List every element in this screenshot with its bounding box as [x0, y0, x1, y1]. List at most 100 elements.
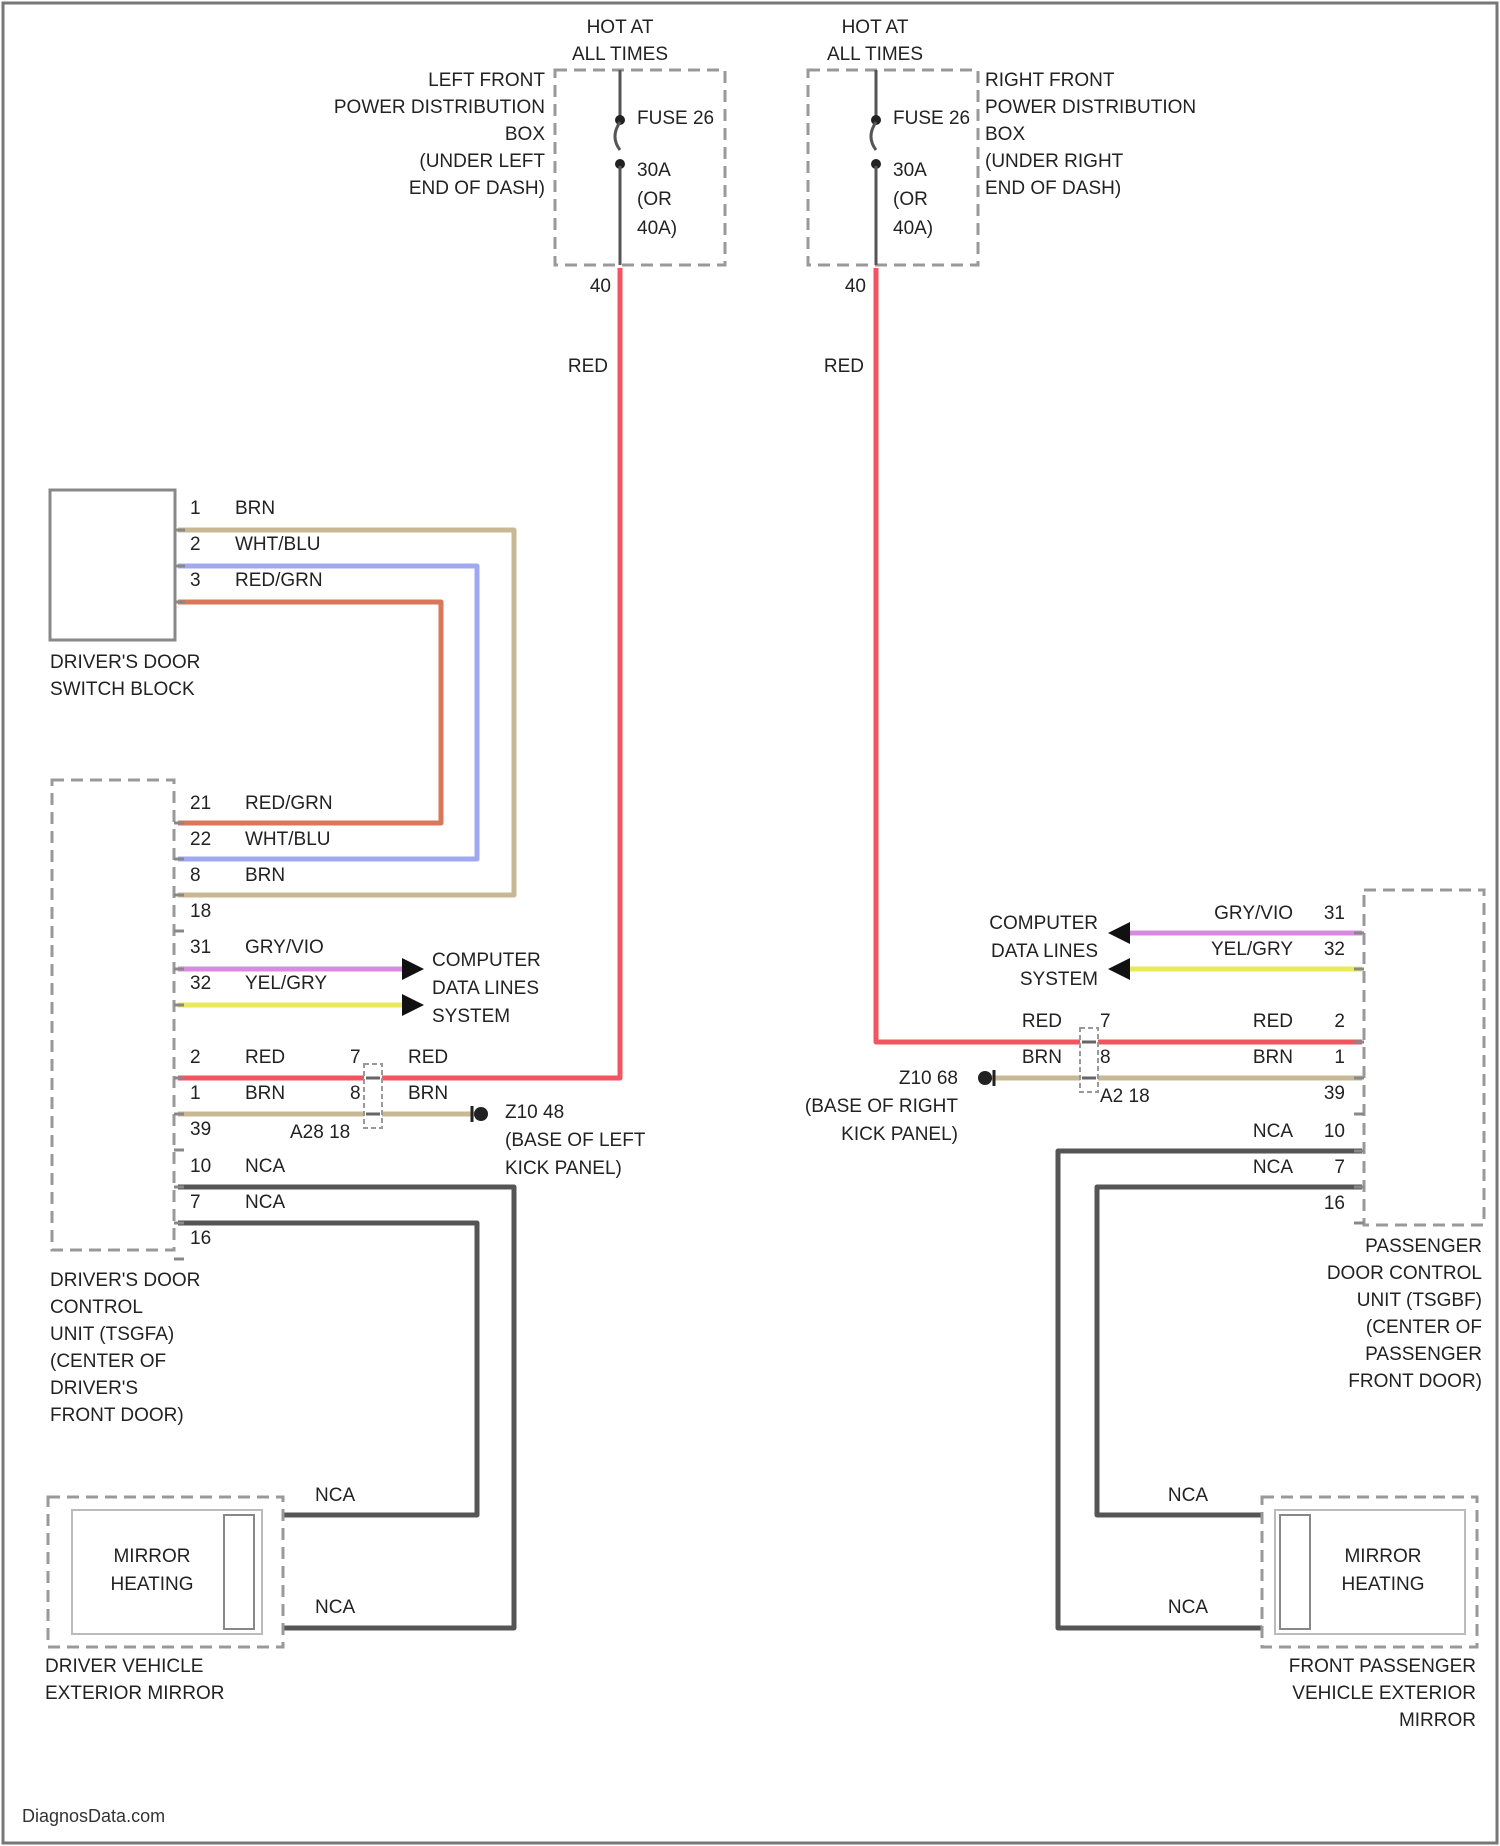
driver-connector-id: A28 18	[290, 1122, 350, 1143]
pass-dcu-pin-1-color: BRN	[1253, 1047, 1293, 1068]
right-fuse-pin: 40	[845, 276, 866, 297]
left-fuse-rating-1: 30A	[637, 160, 671, 181]
driver-data-lines-2: DATA LINES	[432, 978, 539, 999]
driver-dcu-pin-10: 10	[190, 1156, 211, 1177]
right-box-label-4: (UNDER RIGHT	[985, 151, 1124, 172]
switch-block-name-2: SWITCH BLOCK	[50, 679, 195, 700]
right-fuse-icon	[871, 122, 876, 150]
driver-door-control-unit: DRIVER'S DOOR CONTROL UNIT (TSGFA) (CENT…	[50, 780, 646, 1426]
pass-data-lines-2: DATA LINES	[991, 941, 1098, 962]
driver-switch-block: DRIVER'S DOOR SWITCH BLOCK 1 BRN 2 WHT/B…	[50, 490, 323, 700]
ground-right-icon	[978, 1070, 994, 1086]
pass-conn-left-brn: BRN	[1022, 1047, 1062, 1068]
switch-block-name-1: DRIVER'S DOOR	[50, 652, 200, 673]
driver-exterior-mirror: MIRROR HEATING DRIVER VEHICLE EXTERIOR M…	[45, 1485, 355, 1704]
switch-pin-1-color: BRN	[235, 498, 275, 519]
left-box-label-1: LEFT FRONT	[428, 70, 545, 91]
right-fuse-box: HOT AT ALL TIMES RIGHT FRONT POWER DISTR…	[808, 17, 1196, 377]
left-hot-label-1: HOT AT	[587, 17, 654, 38]
passenger-heater-element-icon	[1280, 1515, 1310, 1629]
driver-mirror-wire-2: NCA	[315, 1597, 355, 1618]
passenger-dcu-outline	[1364, 890, 1484, 1225]
driver-dcu-name-2: CONTROL	[50, 1297, 143, 1318]
pass-dcu-pin-7-color: NCA	[1253, 1157, 1293, 1178]
right-fuse-name: FUSE 26	[893, 108, 970, 129]
wire-nca-left-inner	[178, 1223, 477, 1515]
left-fuse-name: FUSE 26	[637, 108, 714, 129]
pass-dcu-name-1: PASSENGER	[1365, 1236, 1482, 1257]
right-hot-label-2: ALL TIMES	[827, 44, 923, 65]
passenger-door-control-unit: PASSENGER DOOR CONTROL UNIT (TSGBF) (CEN…	[805, 890, 1484, 1392]
footer-watermark: DiagnosData.com	[22, 1806, 165, 1826]
pass-dcu-name-4: (CENTER OF	[1366, 1317, 1482, 1338]
wire-wht-blu-switch	[178, 566, 477, 859]
driver-dcu-pin-8: 8	[190, 865, 201, 886]
left-hot-label-2: ALL TIMES	[572, 44, 668, 65]
driver-mirror-wire-1: NCA	[315, 1485, 355, 1506]
driver-heater-element-icon	[224, 1515, 254, 1629]
pass-dcu-name-5: PASSENGER	[1365, 1344, 1482, 1365]
driver-dcu-name-1: DRIVER'S DOOR	[50, 1270, 200, 1291]
driver-dcu-pin-2-color: RED	[245, 1047, 285, 1068]
left-fuse-wire-color: RED	[568, 356, 608, 377]
switch-block-body	[50, 490, 175, 640]
switch-pin-2-color: WHT/BLU	[235, 534, 321, 555]
pass-ground-loc-2: KICK PANEL)	[841, 1124, 958, 1145]
left-fuse-rating-2: (OR	[637, 189, 672, 210]
pass-mirror-name-1: FRONT PASSENGER	[1289, 1656, 1476, 1677]
pass-dcu-pin-32-color: YEL/GRY	[1211, 939, 1293, 960]
driver-dcu-pin-22-color: WHT/BLU	[245, 829, 331, 850]
driver-dcu-pin-39: 39	[190, 1119, 211, 1140]
driver-conn-right-red: RED	[408, 1047, 448, 1068]
driver-dcu-pin-32: 32	[190, 973, 211, 994]
left-box-label-3: BOX	[505, 124, 545, 145]
switch-pin-3: 3	[190, 570, 201, 591]
arrow-left-icon	[1108, 922, 1130, 944]
driver-conn-right-brn: BRN	[408, 1083, 448, 1104]
arrow-right-icon	[402, 994, 424, 1016]
inline-connector-left	[364, 1064, 382, 1128]
right-fuse-rating-2: (OR	[893, 189, 928, 210]
right-box-label-5: END OF DASH)	[985, 178, 1121, 199]
pass-dcu-pin-7: 7	[1334, 1157, 1345, 1178]
driver-dcu-pin-8-color: BRN	[245, 865, 285, 886]
left-fuse-box: HOT AT ALL TIMES LEFT FRONT POWER DISTRI…	[334, 17, 725, 377]
pass-conn-left-red: RED	[1022, 1011, 1062, 1032]
left-fuse-icon	[615, 122, 620, 150]
driver-dcu-name-4: (CENTER OF	[50, 1351, 166, 1372]
pass-dcu-pin-2-color: RED	[1253, 1011, 1293, 1032]
pass-dcu-pin-1: 1	[1334, 1047, 1345, 1068]
pass-connector-id: A2 18	[1100, 1086, 1150, 1107]
driver-dcu-pin-10-color: NCA	[245, 1156, 285, 1177]
pass-dcu-pin-32: 32	[1324, 939, 1345, 960]
driver-dcu-pin-21: 21	[190, 793, 211, 814]
left-fuse-pin: 40	[590, 276, 611, 297]
driver-mirror-name-1: DRIVER VEHICLE	[45, 1656, 203, 1677]
right-fuse-rating-1: 30A	[893, 160, 927, 181]
wire-nca-right-outer	[1058, 1151, 1362, 1628]
driver-dcu-pin-16: 16	[190, 1228, 211, 1249]
pass-dcu-name-3: UNIT (TSGBF)	[1357, 1290, 1482, 1311]
pass-mirror-inside-2: HEATING	[1341, 1574, 1424, 1595]
wire-red-grn-switch	[178, 602, 441, 823]
left-fuse-rating-3: 40A)	[637, 218, 677, 239]
ground-left-icon	[472, 1106, 488, 1122]
arrow-right-icon	[402, 958, 424, 980]
driver-dcu-pin-1: 1	[190, 1083, 201, 1104]
switch-pin-2: 2	[190, 534, 201, 555]
driver-dcu-pin-18: 18	[190, 901, 211, 922]
driver-data-lines-1: COMPUTER	[432, 950, 541, 971]
driver-ground-loc-1: (BASE OF LEFT	[505, 1130, 646, 1151]
pass-dcu-pin-10-color: NCA	[1253, 1121, 1293, 1142]
pass-conn-pin-8: 8	[1100, 1047, 1111, 1068]
right-box-label-2: POWER DISTRIBUTION	[985, 97, 1196, 118]
pass-data-lines-1: COMPUTER	[989, 913, 1098, 934]
driver-dcu-name-5: DRIVER'S	[50, 1378, 138, 1399]
pass-mirror-inside-1: MIRROR	[1344, 1546, 1421, 1567]
pass-conn-pin-7: 7	[1100, 1011, 1111, 1032]
left-box-label-4: (UNDER LEFT	[419, 151, 545, 172]
pass-mirror-name-2: VEHICLE EXTERIOR	[1292, 1683, 1476, 1704]
driver-dcu-pin-7-color: NCA	[245, 1192, 285, 1213]
